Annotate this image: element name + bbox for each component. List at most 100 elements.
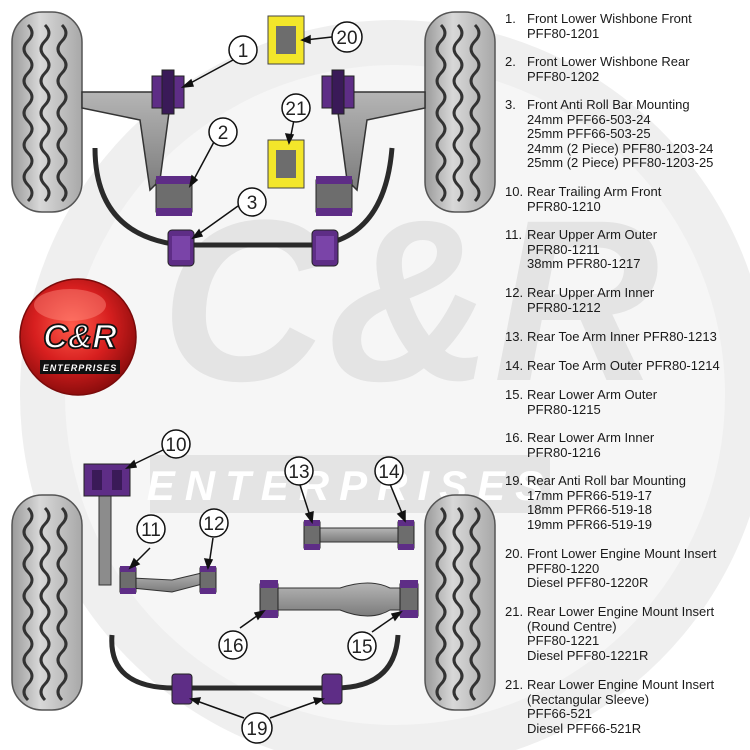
rear-right-tyre xyxy=(424,494,496,711)
callout-11: 11 xyxy=(136,514,166,544)
part-line: Rear Lower Engine Mount Insert xyxy=(527,677,715,692)
logo-text: C&R xyxy=(43,318,117,356)
bush-2-left xyxy=(155,176,193,216)
callout-1: 1 xyxy=(228,35,258,65)
part-line: (Rectangular Sleeve) xyxy=(527,691,650,707)
bush-14 xyxy=(397,520,415,550)
bush-16 xyxy=(259,580,279,618)
callout-21: 21 xyxy=(281,93,311,123)
part-line: PFR80-1216 xyxy=(527,444,601,460)
part-number: 3. xyxy=(505,97,516,112)
callout-16: 16 xyxy=(218,630,248,660)
callout-14: 14 xyxy=(374,456,404,486)
engine-mount-insert-20 xyxy=(267,15,305,65)
part-line: 25mm PFF66-503-25 xyxy=(527,126,651,141)
svg-text:13: 13 xyxy=(288,462,309,483)
bush-1-left xyxy=(151,69,185,115)
part-line: PFF66-521 xyxy=(527,706,593,721)
part-line: Rear Toe Arm Inner PFR80-1213 xyxy=(527,329,717,344)
callout-15: 15 xyxy=(347,631,377,661)
svg-text:15: 15 xyxy=(351,637,372,658)
callout-20: 20 xyxy=(331,21,363,53)
callout-2: 2 xyxy=(208,117,238,147)
rear-toe-arm xyxy=(309,527,411,543)
logo-subtitle: ENTERPRISES xyxy=(43,363,118,373)
part-line: 19mm PFR66-519-19 xyxy=(527,516,652,532)
part-line: PFF80-1201 xyxy=(527,25,600,41)
part-line: PFF80-1220 xyxy=(527,560,600,576)
svg-text:11: 11 xyxy=(141,520,161,541)
part-line: Diesel PFF80-1220R xyxy=(527,575,649,590)
svg-text:2: 2 xyxy=(218,123,229,144)
callout-19: 19 xyxy=(241,712,273,744)
front-right-tyre xyxy=(424,11,496,213)
part-line: PFR80-1210 xyxy=(527,198,601,214)
front-left-tyre xyxy=(11,11,83,213)
part-line: PFR80-1211 xyxy=(527,241,600,257)
part-line: Front Lower Engine Mount Insert xyxy=(527,546,717,561)
bush-15 xyxy=(399,580,419,618)
bush-11 xyxy=(119,566,137,594)
rear-axle xyxy=(11,463,496,711)
part-line: Rear Trailing Arm Front xyxy=(527,184,662,199)
part-line: Rear Lower Arm Outer xyxy=(527,387,658,402)
svg-text:10: 10 xyxy=(165,435,186,456)
part-line: PFR80-1212 xyxy=(527,299,601,315)
rear-left-tyre xyxy=(11,494,83,711)
watermark-inner-circle xyxy=(65,65,725,725)
svg-text:12: 12 xyxy=(203,514,224,535)
part-line: Rear Anti Roll bar Mounting xyxy=(527,473,686,488)
part-number: 21. xyxy=(505,677,524,692)
bush-1-right xyxy=(321,69,355,115)
part-line: Rear Toe Arm Outer PFR80-1214 xyxy=(527,358,720,373)
callout-13: 13 xyxy=(284,456,314,486)
part-line: Front Anti Roll Bar Mounting xyxy=(527,97,690,112)
cr-logo: C&R ENTERPRISES xyxy=(19,278,137,396)
watermark-subtitle: ENTERPRISES xyxy=(147,462,553,509)
part-line: Front Lower Wishbone Rear xyxy=(527,54,690,69)
part-line: 25mm (2 Piece) PFF80-1203-25 xyxy=(527,155,714,170)
part-number: 20. xyxy=(505,546,524,561)
part-line: Rear Upper Arm Inner xyxy=(527,285,655,300)
part-number: 21. xyxy=(505,604,524,619)
part-line: Front Lower Wishbone Front xyxy=(527,11,692,26)
part-line: PFF80-1221 xyxy=(527,633,600,648)
svg-text:16: 16 xyxy=(222,636,243,657)
watermark-logo-text: C&R xyxy=(161,172,659,429)
bush-10 xyxy=(83,463,131,497)
part-line: Diesel PFF80-1221R xyxy=(527,647,649,663)
part-number: 2. xyxy=(505,54,516,69)
leader-lines xyxy=(124,34,406,719)
bush-19-left xyxy=(171,673,193,705)
part-number: 14. xyxy=(505,358,524,373)
rear-anti-roll-bar xyxy=(109,634,401,691)
part-number: 13. xyxy=(505,329,524,344)
engine-mount-insert-21 xyxy=(267,139,305,189)
bush-2-right xyxy=(315,176,353,216)
svg-text:3: 3 xyxy=(247,193,258,214)
part-number: 12. xyxy=(505,285,524,300)
part-line: 17mm PFR66-519-17 xyxy=(527,487,652,503)
part-line: (Round Centre) xyxy=(527,618,617,634)
svg-text:20: 20 xyxy=(336,28,357,49)
part-line: Diesel PFF66-521R xyxy=(527,720,642,736)
bush-13 xyxy=(303,520,321,550)
bush-3-left xyxy=(167,229,195,267)
part-number: 19. xyxy=(505,473,524,488)
svg-text:19: 19 xyxy=(246,719,267,740)
callout-3: 3 xyxy=(237,187,267,217)
part-line: PFF80-1202 xyxy=(527,68,600,84)
part-number: 11. xyxy=(505,227,523,242)
bush-19-right xyxy=(321,673,343,705)
part-number: 1. xyxy=(505,11,516,26)
bush-12 xyxy=(199,566,217,594)
callout-12: 12 xyxy=(199,508,229,538)
front-axle xyxy=(11,11,496,267)
part-line: Rear Upper Arm Outer xyxy=(527,227,658,242)
bush-3-right xyxy=(311,229,339,267)
callout-10: 10 xyxy=(161,429,191,459)
svg-text:1: 1 xyxy=(238,41,249,62)
part-line: PFR80-1215 xyxy=(527,401,601,417)
svg-text:21: 21 xyxy=(285,99,306,120)
